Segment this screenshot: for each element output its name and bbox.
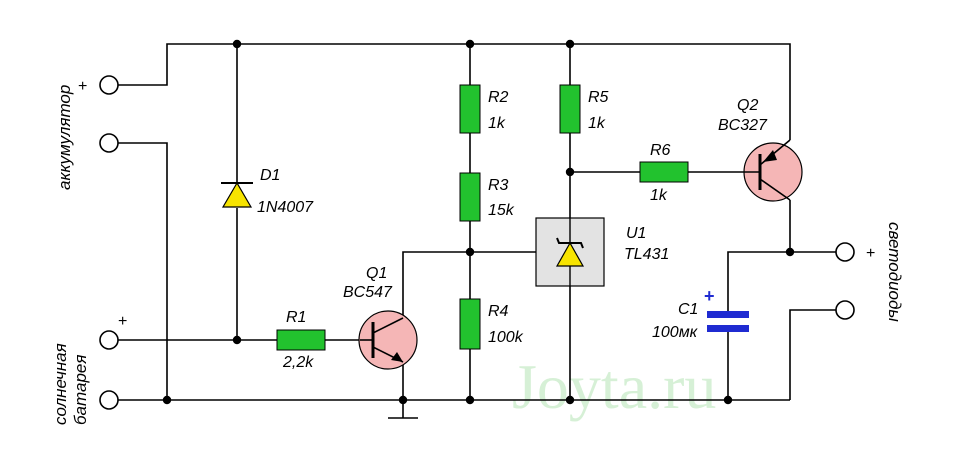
q2-emitter-arrow — [763, 150, 777, 162]
junction-dot — [565, 167, 575, 177]
terminals — [99, 75, 855, 410]
solar-minus-terminal — [99, 390, 119, 410]
leds-label: светодиоды — [885, 222, 904, 322]
resistor-r6: R6 1k — [639, 142, 689, 204]
leds-plus-sign: + — [866, 245, 875, 262]
battery-plus-sign: + — [78, 78, 87, 95]
watermark: Joyta.ru — [512, 351, 716, 422]
u1-ref: U1 — [626, 225, 646, 242]
top-rail-wire — [117, 43, 791, 140]
q1-collector-wire — [402, 251, 570, 318]
regulator-u1: U1 TL431 — [535, 217, 669, 287]
q2-collector-wire — [789, 200, 843, 253]
q1-emitter-arrow — [391, 352, 403, 362]
r6-value: 1k — [650, 187, 668, 204]
c1-top-wire — [727, 251, 790, 312]
resistor-r4: R4 100k — [459, 298, 524, 350]
c1-plate-bottom — [707, 325, 749, 332]
led-minus-terminal — [835, 300, 855, 320]
battery-label: аккумулятор — [55, 85, 74, 190]
r4-value: 100k — [488, 329, 524, 346]
u1-value: TL431 — [624, 246, 669, 263]
d1-ref: D1 — [260, 167, 280, 184]
u1-cathode-bar — [556, 237, 584, 249]
r6-ref: R6 — [650, 142, 671, 159]
led-plus-terminal — [835, 242, 855, 262]
battery-plus-terminal — [99, 75, 119, 95]
solar-plus-terminal — [99, 330, 119, 350]
junction-dot — [565, 39, 575, 49]
junction-dot — [723, 395, 733, 405]
junction-dot — [465, 395, 475, 405]
led-minus-wire — [789, 309, 843, 400]
r2-ref: R2 — [488, 89, 509, 106]
junction-dot — [232, 335, 242, 345]
q2-value: BC327 — [718, 117, 768, 134]
resistor-r1: R1 2,2k — [276, 309, 326, 371]
resistor-r5: R5 1k — [559, 84, 609, 134]
r3-value: 15k — [488, 202, 515, 219]
capacitor-c1: + C1 100мк — [652, 286, 749, 341]
solar-label-line2: батарея — [71, 355, 90, 425]
r3-ref: R3 — [488, 177, 509, 194]
battery-minus-wire — [117, 142, 168, 400]
q2-ref: Q2 — [737, 97, 758, 114]
solar-label-line1: солнечная — [51, 343, 70, 425]
transistor-q1: Q1 BC547 — [343, 265, 418, 370]
junction-dot — [785, 247, 795, 257]
r1-value: 2,2k — [282, 354, 314, 371]
r5-ref: R5 — [588, 89, 609, 106]
junction-dot — [565, 395, 575, 405]
c1-polarity: + — [704, 286, 715, 306]
q1-ref: Q1 — [366, 265, 387, 282]
diode-triangle — [221, 181, 253, 208]
junction-dot — [465, 247, 475, 257]
u1-triangle — [555, 241, 585, 267]
junction-dot — [232, 39, 242, 49]
resistor-r3: R3 15k — [459, 172, 515, 222]
solar-plus-sign: + — [118, 313, 127, 330]
diode-d1: D1 1N4007 — [221, 167, 314, 216]
resistor-r2: R2 1k — [459, 84, 509, 134]
d1-value: 1N4007 — [257, 199, 314, 216]
r5-value: 1k — [588, 115, 606, 132]
c1-value: 100мк — [652, 324, 699, 341]
r2-value: 1k — [488, 115, 506, 132]
c1-ref: C1 — [678, 301, 698, 318]
r4-ref: R4 — [488, 303, 509, 320]
junction-dot — [162, 395, 172, 405]
c1-plate-top — [707, 311, 749, 318]
junction-dot — [398, 395, 408, 405]
transistor-q2: Q2 BC327 — [718, 97, 803, 202]
battery-minus-terminal — [99, 133, 119, 153]
junction-dot — [465, 39, 475, 49]
junctions — [162, 39, 795, 405]
q1-value: BC547 — [343, 284, 393, 301]
r1-ref: R1 — [286, 309, 306, 326]
